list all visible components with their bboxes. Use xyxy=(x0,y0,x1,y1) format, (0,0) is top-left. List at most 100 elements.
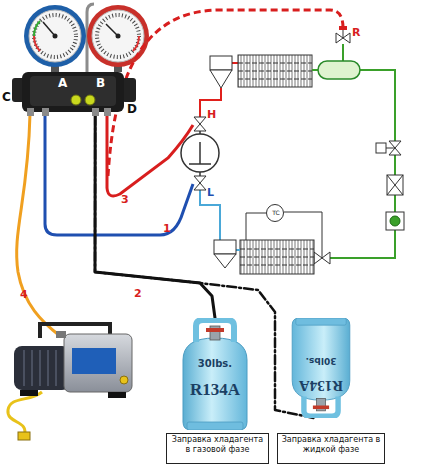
sight-glass xyxy=(386,212,404,230)
service-valve-low xyxy=(194,176,206,190)
evaporator xyxy=(240,249,314,250)
callout-label: H xyxy=(207,108,216,121)
vacuum-pump xyxy=(14,346,70,390)
orange-hose xyxy=(17,114,60,336)
receiver xyxy=(318,61,360,79)
node-text: A xyxy=(58,76,67,90)
low-pressure-gauge xyxy=(34,21,40,36)
low-pressure-gauge xyxy=(24,5,86,72)
evaporator xyxy=(240,265,314,266)
node-text: R134A xyxy=(285,377,357,394)
service-valve-high xyxy=(194,117,206,131)
service-valve-high xyxy=(194,117,206,131)
high-pressure-gauge xyxy=(133,36,139,51)
condenser xyxy=(238,63,312,64)
receiver-valve xyxy=(343,30,344,38)
filter-drier xyxy=(387,175,403,195)
accumulator xyxy=(214,240,236,268)
low-pressure-gauge xyxy=(34,15,76,57)
node-text: TC xyxy=(267,209,285,216)
vacuum-pump xyxy=(120,376,128,384)
node-text: C xyxy=(2,90,11,104)
oil-separator xyxy=(210,70,232,88)
liquid-line xyxy=(360,70,395,141)
refrigerant-cylinder-inverted-shape xyxy=(285,318,357,418)
high-pressure-gauge xyxy=(97,15,139,57)
condenser xyxy=(238,71,312,72)
evaporator xyxy=(240,240,314,274)
receiver-valve xyxy=(336,26,350,43)
liquid-line xyxy=(312,44,395,258)
vacuum-pump xyxy=(64,334,132,392)
node-text: R134A xyxy=(175,380,255,400)
red-hose xyxy=(107,114,193,196)
accumulator xyxy=(214,240,236,254)
gauge-manifold: C A B D xyxy=(0,70,140,116)
liquid-line xyxy=(312,69,318,71)
gauge-manifold-shape xyxy=(0,70,140,116)
low-pressure-gauge xyxy=(53,34,58,39)
solenoid-valve xyxy=(386,148,395,149)
sight-glass xyxy=(390,216,400,226)
node-text: B xyxy=(96,76,105,90)
low-pressure-gauge xyxy=(29,10,81,62)
caption-box: Заправка хладагента в газовой фазе xyxy=(166,433,269,464)
solenoid-valve xyxy=(376,141,401,155)
callout-label: 1 xyxy=(163,222,171,235)
low-pressure-gauge xyxy=(43,22,55,36)
high-pressure-gauge xyxy=(87,5,149,72)
service-valve-low xyxy=(194,176,206,190)
oil-separator xyxy=(210,56,232,88)
oil-separator xyxy=(210,56,232,70)
callout-label: L xyxy=(207,186,214,199)
node-text: Заправка хладагента в жидкой фазе xyxy=(280,435,382,454)
vacuum-pump xyxy=(108,392,126,398)
charging-hose xyxy=(95,116,215,318)
dashed-red-line xyxy=(108,10,343,176)
compressor xyxy=(181,134,219,172)
condenser xyxy=(238,55,312,87)
refrigerant-cylinder-inverted: 30lbs.R134A xyxy=(285,318,357,418)
low-pressure-gauge xyxy=(34,36,40,51)
receiver-valve xyxy=(339,26,347,30)
blue-hose xyxy=(45,114,193,235)
dashed-red-line xyxy=(108,10,343,176)
expansion-valve xyxy=(246,213,266,240)
discharge-line xyxy=(232,62,238,64)
liquid-line xyxy=(330,155,395,258)
vacuum-pump xyxy=(56,331,66,338)
vacuum-pump xyxy=(72,348,116,374)
red-hose xyxy=(107,114,193,196)
caption-box: Заправка хладагента в жидкой фазе xyxy=(277,433,385,464)
node-text: Заправка хладагента в газовой фазе xyxy=(169,435,266,454)
vacuum-pump xyxy=(8,324,132,440)
refrigerant-cylinder: 30lbs. R134A xyxy=(175,318,255,430)
evaporator xyxy=(240,240,314,274)
refrigerant-cylinder-shape xyxy=(175,318,255,430)
vacuum-pump xyxy=(8,392,42,436)
callout-label: R xyxy=(352,26,360,39)
filter-drier xyxy=(387,175,403,195)
high-pressure-gauge xyxy=(116,34,121,39)
sight-glass xyxy=(386,212,404,230)
refrigerant-cylinder-inverted-shape xyxy=(292,318,350,416)
filter-drier xyxy=(387,175,403,195)
condenser xyxy=(238,79,312,80)
suction-line xyxy=(236,249,240,251)
orange-hose xyxy=(17,114,60,336)
high-pressure-gauge xyxy=(87,5,149,67)
compressor xyxy=(189,142,211,164)
compressor xyxy=(181,131,219,176)
callout-label: 4 xyxy=(20,288,28,301)
accumulator xyxy=(214,254,236,268)
blue-hose xyxy=(45,114,193,235)
node-text: 30lbs. xyxy=(175,358,255,369)
high-pressure-gauge xyxy=(106,24,118,36)
low-pressure-gauge xyxy=(24,5,86,67)
receiver xyxy=(318,61,360,79)
discharge-line xyxy=(200,63,238,117)
solenoid-valve xyxy=(376,143,386,153)
refrigerant-cylinder-shape xyxy=(183,320,247,430)
node-text: D xyxy=(127,102,137,116)
vacuum-pump xyxy=(18,432,30,440)
